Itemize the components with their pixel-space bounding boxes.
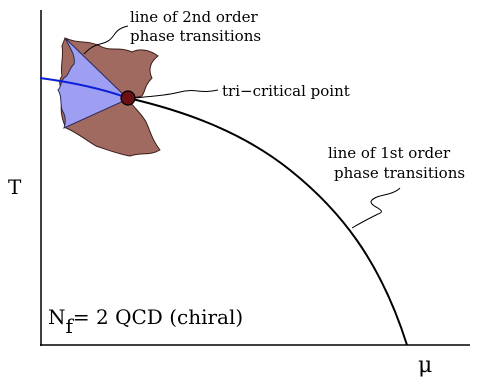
pointer-tricritical bbox=[134, 89, 219, 99]
theory-label: Nf= 2 QCD (chiral) bbox=[48, 305, 243, 338]
annotation-1st-order-line2: phase transitions bbox=[334, 164, 465, 182]
blue-second-order-region bbox=[57, 37, 129, 129]
first-order-line bbox=[127, 97, 408, 346]
annotation-1st-order-line1: line of 1st order bbox=[328, 144, 451, 162]
pointer-2nd-order bbox=[83, 25, 129, 55]
theory-label-rest: = 2 QCD (chiral) bbox=[73, 305, 243, 329]
annotation-2nd-order-line1: line of 2nd order bbox=[130, 8, 259, 26]
tricritical-point bbox=[120, 90, 136, 106]
annotation-tricritical: tri−critical point bbox=[222, 82, 350, 100]
annotation-2nd-order-line2: phase transitions bbox=[130, 27, 261, 45]
second-order-line bbox=[39, 77, 129, 99]
y-axis-label: T bbox=[8, 175, 22, 199]
x-axis-label: μ bbox=[418, 353, 432, 378]
pointer-1st-order bbox=[351, 187, 401, 229]
theory-label-n: N bbox=[48, 305, 66, 329]
theory-label-subscript: f bbox=[66, 314, 75, 338]
